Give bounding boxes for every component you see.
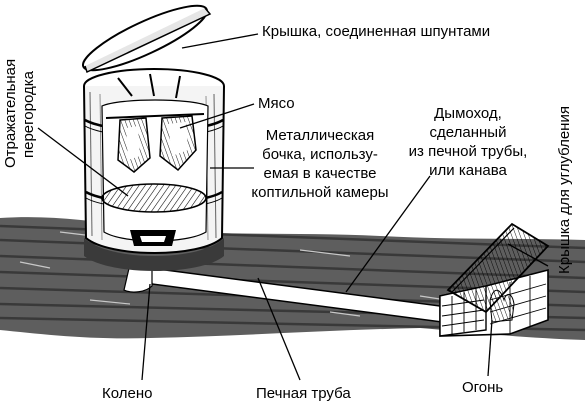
label-reflector-line-2: перегородка <box>20 71 37 158</box>
label-chimney-line-3: из печной трубы, <box>408 143 528 160</box>
leader-lines <box>37 33 549 381</box>
fire-pit <box>439 222 550 337</box>
label-elbow: Колено <box>102 385 153 402</box>
label-chimney-line-2: сделанный <box>429 124 507 141</box>
label-chimney-line-1: Дымоход, <box>434 105 502 122</box>
label-stove-pipe: Печная труба <box>256 385 351 402</box>
label-barrel-line-2: бочка, использу- <box>262 146 378 163</box>
label-fire: Огонь <box>462 379 504 396</box>
label-reflector: Отражательная перегородка <box>2 59 38 168</box>
smoking-barrel <box>83 68 225 271</box>
label-deepening-lid: Крышка для углубления <box>556 106 573 274</box>
label-chimney-line-4: или канава <box>429 162 507 179</box>
label-barrel-line-4: коптильной камеры <box>251 184 389 201</box>
label-lid: Крышка, соединенная шпунтами <box>262 23 491 40</box>
label-barrel-line-3: емая в качестве <box>263 165 377 182</box>
label-barrel: Металлическая бочка, использу- емая в ка… <box>240 126 400 202</box>
label-chimney: Дымоход, сделанный из печной трубы, или … <box>398 104 538 180</box>
label-meat: Мясо <box>258 95 295 112</box>
label-barrel-line-1: Металлическая <box>265 127 375 144</box>
label-reflector-line-1: Отражательная <box>2 58 19 168</box>
barrel-lid <box>82 4 212 74</box>
